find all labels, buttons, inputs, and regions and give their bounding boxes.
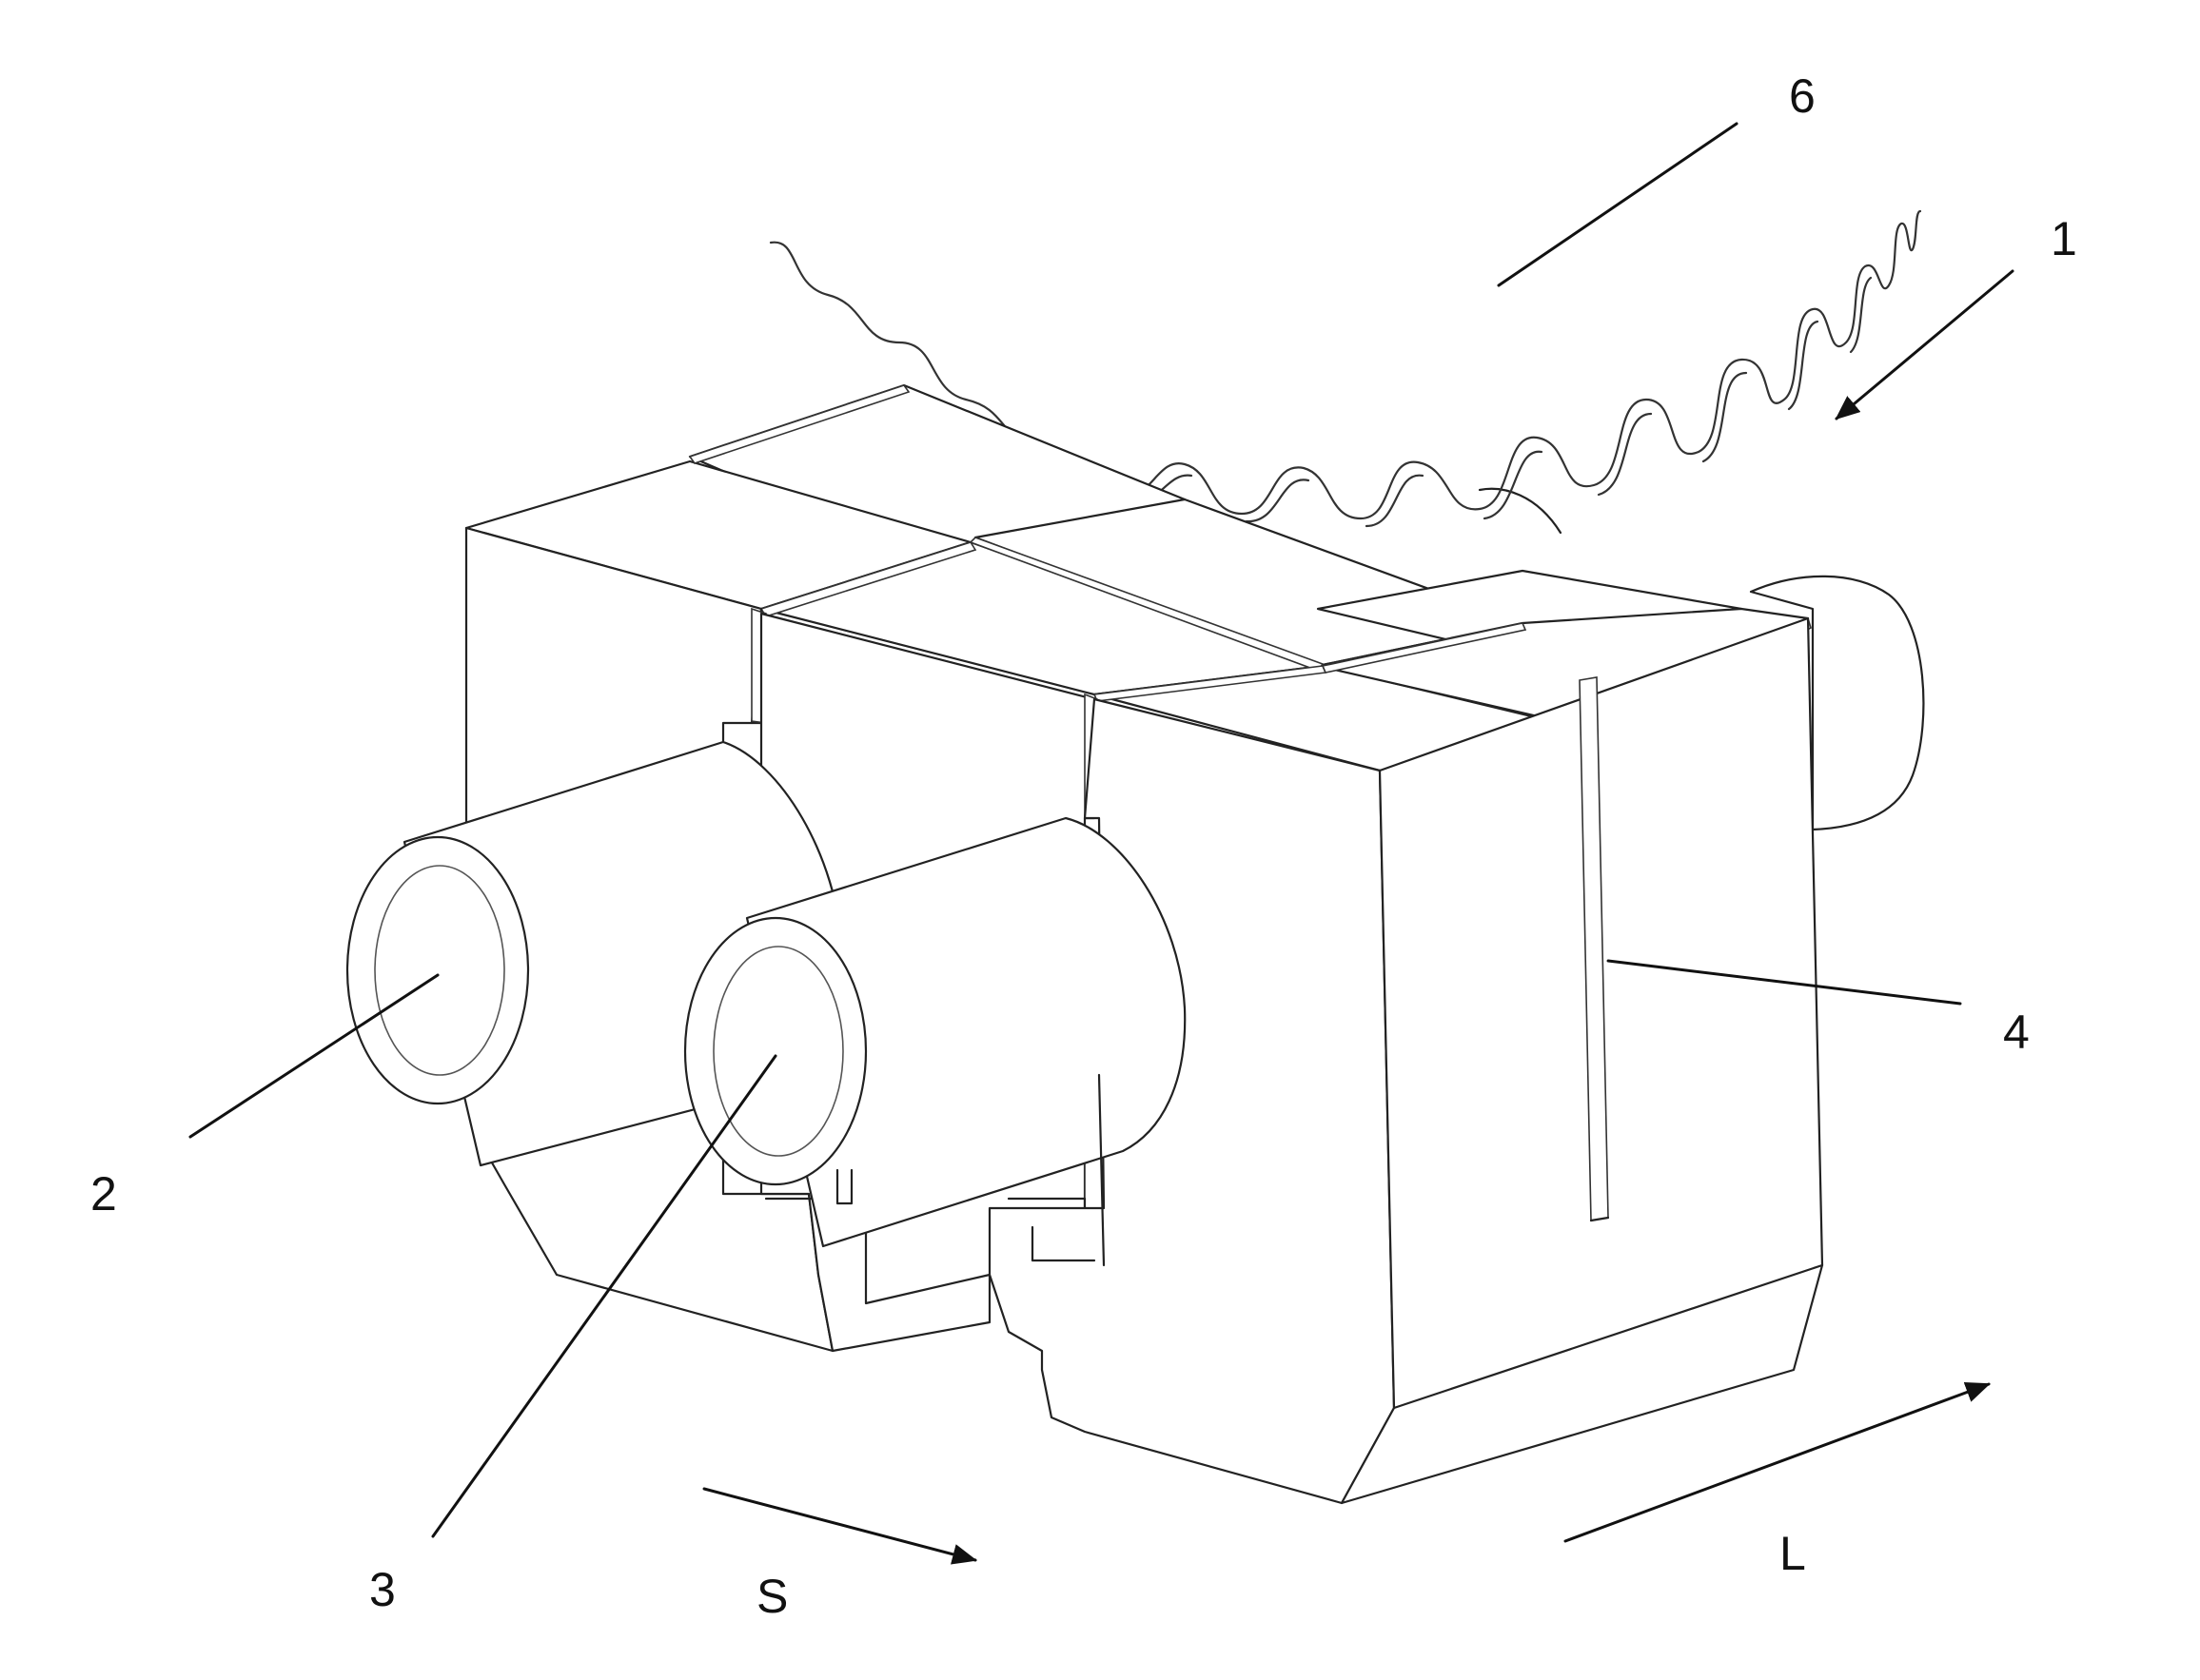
label-l: L <box>1779 1527 1806 1580</box>
leader-6 <box>1499 124 1737 285</box>
label-3: 3 <box>369 1563 396 1616</box>
label-2: 2 <box>90 1167 117 1221</box>
label-s: S <box>756 1570 788 1623</box>
arrow-s <box>704 1489 975 1560</box>
label-1: 1 <box>2051 212 2077 265</box>
label-6: 6 <box>1789 69 1816 123</box>
label-4: 4 <box>2003 1006 2030 1059</box>
